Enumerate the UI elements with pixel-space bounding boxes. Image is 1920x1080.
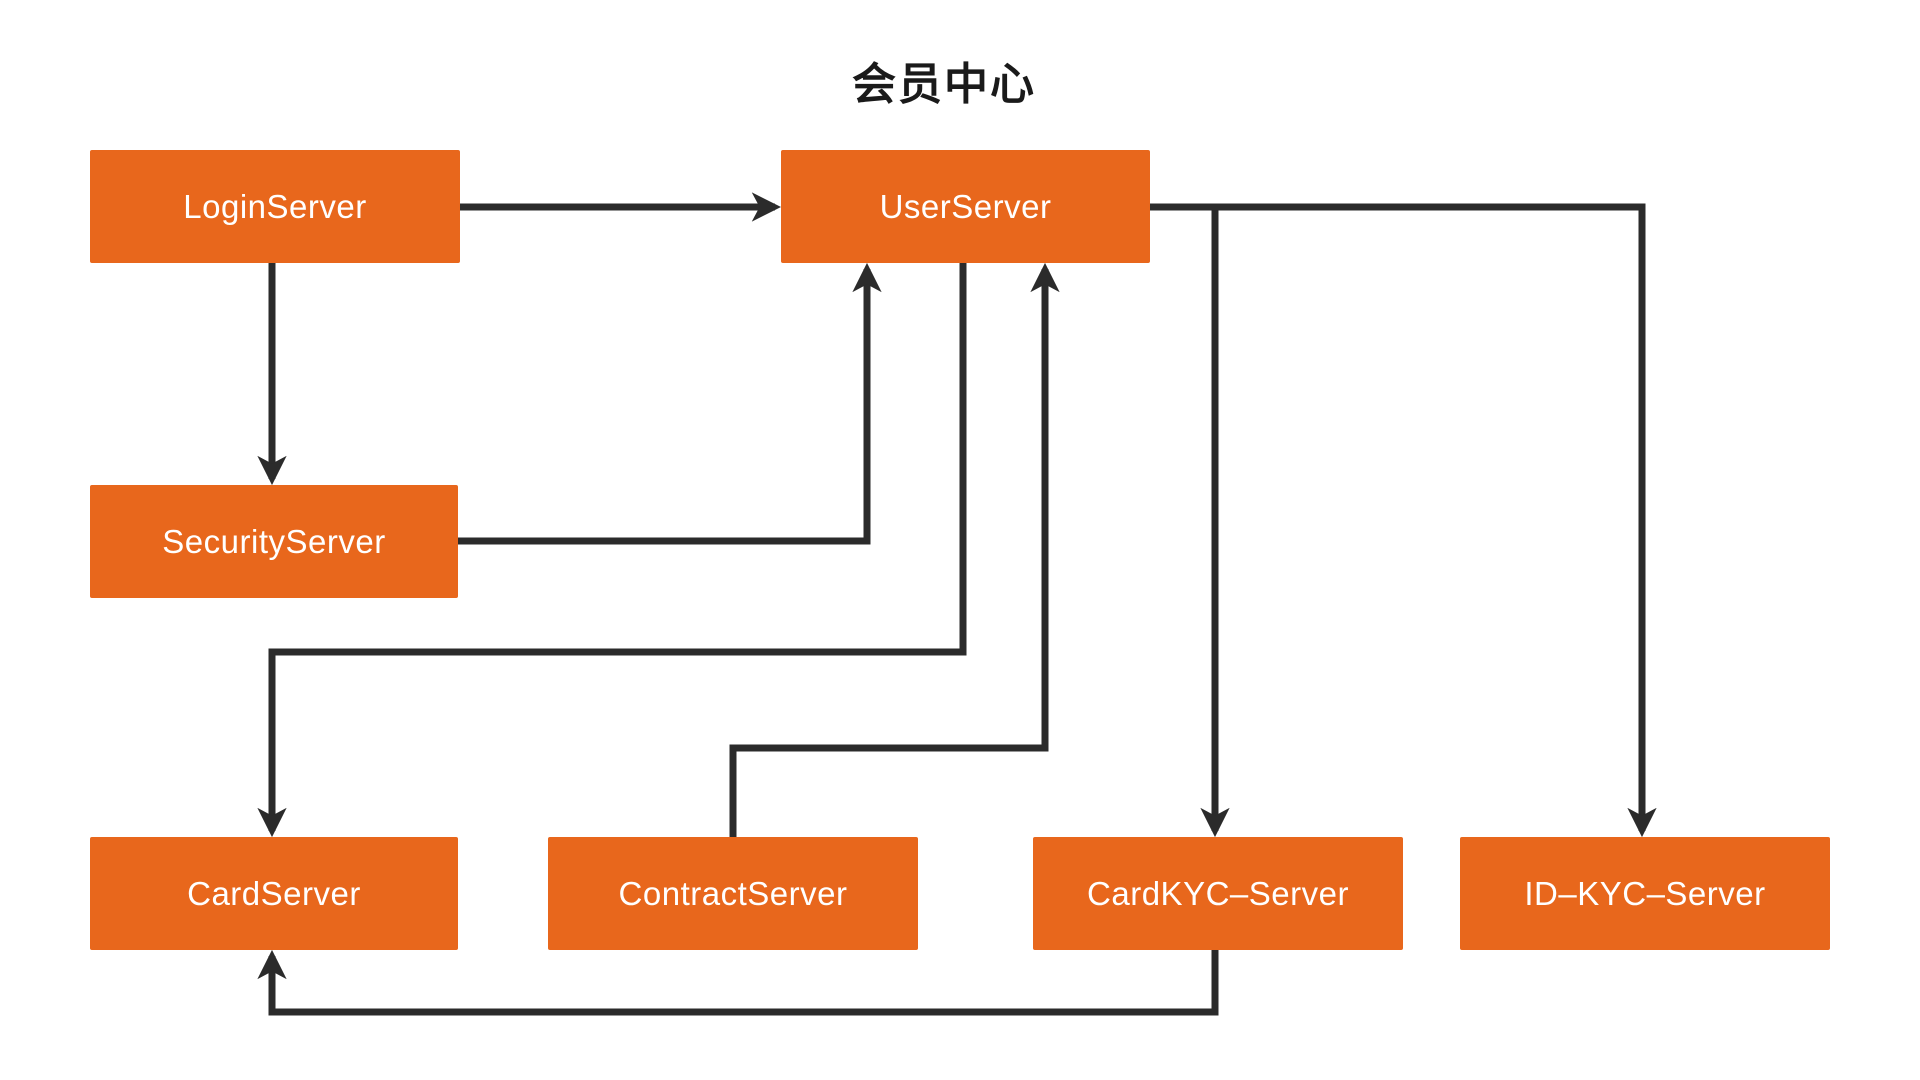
node-user-server-label: UserServer [879,187,1052,225]
node-card-server: CardServer [90,837,458,950]
node-user-server: UserServer [781,150,1150,263]
edge-user-to-cardkyc [1150,203,1230,838]
node-id-kyc-server-label: ID–KYC–Server [1524,874,1766,912]
node-login-server: LoginServer [90,150,460,263]
node-card-kyc-server: CardKYC–Server [1033,837,1403,950]
page-title: 会员中心 [852,60,1036,109]
node-login-server-label: LoginServer [183,187,367,225]
node-id-kyc-server: ID–KYC–Server [1460,837,1830,950]
node-contract-server-label: ContractServer [618,874,848,912]
edge-security-to-user [458,262,882,545]
edge-cardkyc-to-card [257,949,1219,1016]
edge-user-to-card [257,263,967,838]
node-card-kyc-server-label: CardKYC–Server [1087,874,1349,912]
node-contract-server: ContractServer [548,837,918,950]
node-card-server-label: CardServer [187,874,361,912]
edge-contract-to-user [729,262,1060,837]
edge-user-to-idkyc [1150,203,1657,838]
node-security-server: SecurityServer [90,485,458,598]
node-security-server-label: SecurityServer [162,522,386,560]
